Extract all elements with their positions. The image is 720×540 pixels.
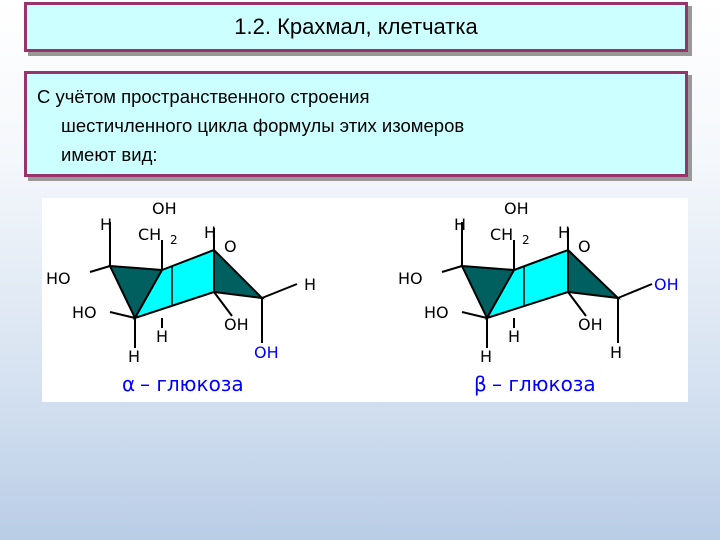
alpha-anomeric-oh: OH [254,343,279,362]
beta-oh-inner: OH [578,315,603,334]
alpha-ho-upper: HO [46,269,71,288]
beta-caption-text: – глюкоза [492,372,596,396]
alpha-h-inner: H [156,327,168,346]
beta-ho-upper: HO [398,269,423,288]
body-line-1: С учётом пространственного строения [37,86,370,107]
beta-oh-top: OH [504,199,529,218]
alpha-ch2: CH [138,225,161,244]
beta-h-anomeric: H [610,343,622,362]
beta-h-mid: H [558,223,570,242]
beta-ring-oxygen: O [578,237,591,256]
beta-h-top: H [454,215,466,234]
alpha-ho-lower: HO [72,303,97,322]
beta-glucose-structure: H OH CH 2 H O HO OH HO H OH H H β – глюк… [398,199,679,396]
beta-ho-lower: HO [424,303,449,322]
alpha-h-right: H [304,275,316,294]
alpha-oh-top: OH [152,199,177,218]
beta-ch2-subscript: 2 [522,233,530,247]
alpha-caption-text: – глюкоза [140,372,244,396]
text-box: С учётом пространственного строения шест… [24,71,688,177]
title-box: 1.2. Крахмал, клетчатка [24,2,688,52]
body-line-3: имеют вид: [61,144,158,165]
alpha-oh-inner: OH [224,315,249,334]
beta-ch2: CH [490,225,513,244]
alpha-ch2-subscript: 2 [170,233,178,247]
glucose-figure: H OH CH 2 H O HO H HO H OH H OH α – глюк… [42,198,688,402]
body-line-2: шестичленного цикла формулы этих изомеро… [61,115,465,136]
slide-title: 1.2. Крахмал, клетчатка [234,14,478,39]
beta-h-bottom: H [480,347,492,366]
alpha-h-top: H [100,215,112,234]
alpha-ring-oxygen: O [224,237,237,256]
beta-caption-symbol: β [474,372,487,396]
alpha-caption-symbol: α [122,372,135,396]
alpha-glucose-structure: H OH CH 2 H O HO H HO H OH H OH α – глюк… [46,199,316,396]
beta-h-inner: H [508,327,520,346]
alpha-h-bottom: H [128,347,140,366]
alpha-h-mid: H [204,223,216,242]
beta-anomeric-oh: OH [654,275,679,294]
glucose-structures: H OH CH 2 H O HO H HO H OH H OH α – глюк… [46,199,679,396]
